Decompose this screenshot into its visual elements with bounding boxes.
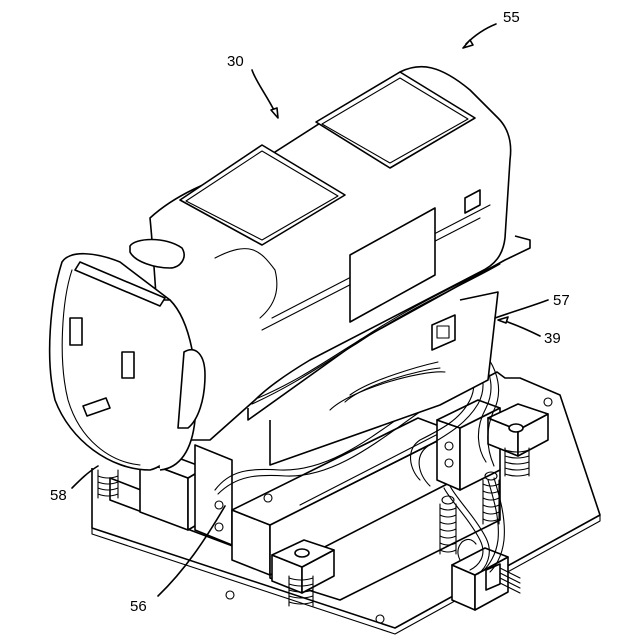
ref-39: 39 xyxy=(544,330,561,347)
ref-56: 56 xyxy=(130,598,147,615)
ref-58: 58 xyxy=(50,487,67,504)
arrow-39-icon xyxy=(498,317,508,323)
arrow-55-icon xyxy=(463,40,473,48)
leader-39 xyxy=(502,320,540,336)
top-button xyxy=(130,240,184,269)
leader-57 xyxy=(495,300,548,318)
leader-30 xyxy=(252,70,276,114)
arrow-30-icon xyxy=(271,108,278,118)
ref-57: 57 xyxy=(553,292,570,309)
ref-30: 30 xyxy=(227,53,244,70)
ref-55: 55 xyxy=(503,9,520,26)
